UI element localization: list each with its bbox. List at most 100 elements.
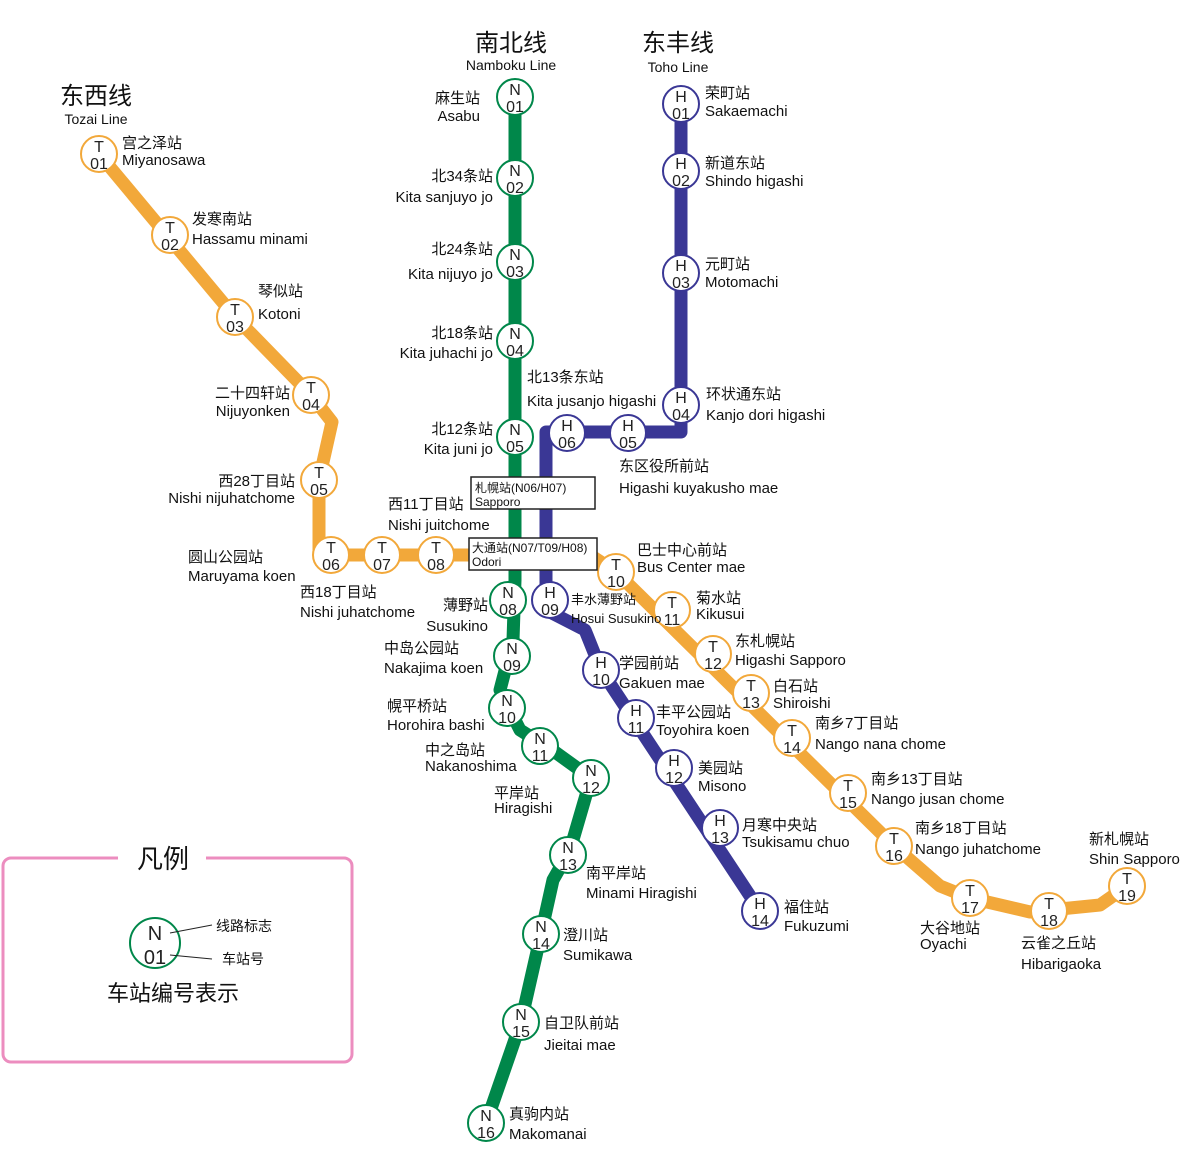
station-name-zh: 大谷地站 — [920, 920, 980, 937]
station-number: 13 — [559, 857, 577, 874]
line-title-zh: 南北线 — [475, 30, 547, 57]
station-H14[interactable]: H14 — [741, 892, 779, 930]
station-H04[interactable]: H04 — [662, 386, 700, 424]
station-line-letter: N — [506, 641, 518, 658]
transfer-name-zh: 大通站(N07/T09/H08) — [472, 541, 587, 555]
station-N15[interactable]: N15 — [502, 1003, 540, 1041]
station-T16[interactable]: T16 — [875, 827, 913, 865]
station-T04[interactable]: T04 — [292, 376, 330, 414]
transfer-box-odori[interactable]: 大通站(N07/T09/H08) Odori — [468, 537, 598, 571]
station-name-zh: 澄川站 — [563, 927, 608, 944]
station-T06[interactable]: T06 — [312, 536, 350, 574]
station-name-en: Nishi nijuhatchome — [168, 490, 295, 507]
station-T01[interactable]: T01 — [80, 135, 118, 173]
station-T18[interactable]: T18 — [1030, 892, 1068, 930]
station-T05[interactable]: T05 — [300, 461, 338, 499]
station-name-en: Sumikawa — [563, 947, 633, 964]
station-marker-icon — [701, 809, 739, 847]
station-line-letter: T — [1044, 896, 1054, 913]
station-marker-icon — [548, 414, 586, 452]
station-number: 15 — [839, 795, 857, 812]
station-H10[interactable]: H10 — [582, 651, 620, 689]
station-T07[interactable]: T07 — [363, 536, 401, 574]
station-name-zh: 福住站 — [784, 899, 829, 916]
station-N10[interactable]: N10 — [488, 689, 526, 727]
station-N11[interactable]: N11 — [521, 727, 559, 765]
transfer-name-zh: 札幌站(N06/H07) — [475, 480, 566, 495]
station-name-zh: 美园站 — [698, 760, 743, 777]
station-marker-icon — [617, 699, 655, 737]
station-line-letter: N — [515, 1007, 527, 1024]
station-N04[interactable]: N04 — [496, 322, 534, 360]
station-T17[interactable]: T17 — [951, 879, 989, 917]
station-name-zh: 平岸站 — [494, 785, 539, 802]
station-name-en: Susukino — [426, 618, 488, 635]
station-number: 12 — [582, 780, 600, 797]
station-number: 09 — [503, 658, 521, 675]
station-line-letter: H — [630, 703, 642, 720]
station-name-en: Asabu — [437, 108, 480, 125]
station-T12[interactable]: T12 — [694, 635, 732, 673]
station-line-letter: T — [787, 723, 797, 740]
station-line-letter: T — [94, 139, 104, 156]
station-marker-icon — [572, 759, 610, 797]
station-number: 08 — [427, 557, 445, 574]
station-N14[interactable]: N14 — [522, 915, 560, 953]
station-N13[interactable]: N13 — [549, 836, 587, 874]
station-T10[interactable]: T10 — [597, 553, 635, 591]
station-T13[interactable]: T13 — [732, 674, 770, 712]
station-T19[interactable]: T19 — [1108, 867, 1146, 905]
legend-station-icon — [129, 917, 181, 969]
station-number: 05 — [310, 482, 328, 499]
station-line-letter: N — [534, 731, 546, 748]
station-H13[interactable]: H13 — [701, 809, 739, 847]
station-H11[interactable]: H11 — [617, 699, 655, 737]
station-marker-icon — [216, 298, 254, 336]
transfer-box-sapporo[interactable]: 札幌站(N06/H07) Sapporo — [470, 476, 596, 510]
station-line-letter: T — [314, 465, 324, 482]
station-line-letter: T — [708, 639, 718, 656]
station-N09[interactable]: N09 — [493, 637, 531, 675]
station-T11[interactable]: T11 — [653, 591, 691, 629]
station-N12[interactable]: N12 — [572, 759, 610, 797]
station-H09[interactable]: H09 — [531, 581, 569, 619]
station-number: 16 — [885, 848, 903, 865]
station-T08[interactable]: T08 — [417, 536, 455, 574]
station-H01[interactable]: H01 — [662, 85, 700, 123]
station-line-letter: H — [675, 89, 687, 106]
station-name-zh: 中之岛站 — [425, 742, 485, 759]
station-number: 12 — [704, 656, 722, 673]
station-N03[interactable]: N03 — [496, 243, 534, 281]
station-N01[interactable]: N01 — [496, 78, 534, 116]
station-N16[interactable]: N16 — [467, 1104, 505, 1142]
station-line-letter: N — [585, 763, 597, 780]
station-H05[interactable]: H05 — [609, 414, 647, 452]
station-T15[interactable]: T15 — [829, 774, 867, 812]
station-marker-icon — [531, 581, 569, 619]
station-H02[interactable]: H02 — [662, 152, 700, 190]
station-T14[interactable]: T14 — [773, 719, 811, 757]
station-N02[interactable]: N02 — [496, 159, 534, 197]
station-T02[interactable]: T02 — [151, 216, 189, 254]
station-marker-icon — [496, 243, 534, 281]
station-H03[interactable]: H03 — [662, 254, 700, 292]
station-marker-icon — [609, 414, 647, 452]
transfer-name-en: Odori — [472, 555, 501, 569]
station-H06[interactable]: H06 — [548, 414, 586, 452]
station-name-zh: 自卫队前站 — [544, 1015, 619, 1032]
station-number: 02 — [161, 237, 179, 254]
station-N08[interactable]: N08 — [489, 581, 527, 619]
station-T03[interactable]: T03 — [216, 298, 254, 336]
station-H12[interactable]: H12 — [655, 749, 693, 787]
station-N05[interactable]: N05 — [496, 418, 534, 456]
